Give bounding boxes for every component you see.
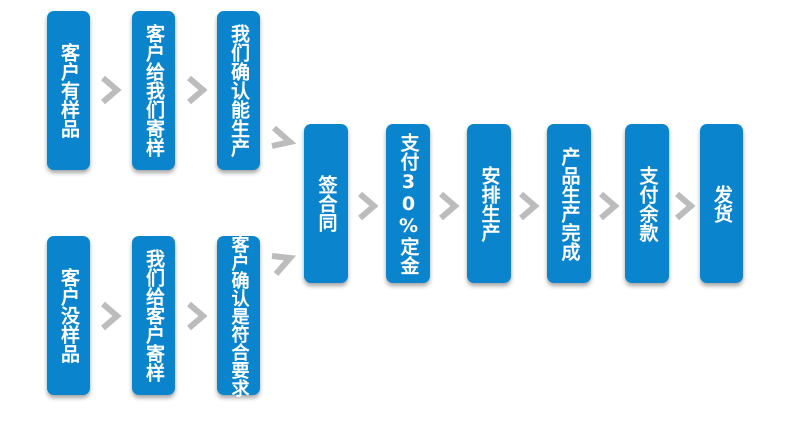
step-label: 产品生产完成 (558, 146, 581, 261)
chevron-right-icon (517, 191, 541, 221)
step-ship: 发货 (700, 124, 743, 283)
chevron-right-icon (356, 191, 380, 221)
step-we-send-sample: 我们给客户寄样 (132, 236, 175, 395)
step-label: 我们给客户寄样 (143, 249, 165, 382)
step-pay-deposit: 支付30%定金 (386, 124, 430, 283)
step-customer-no-sample: 客户没样品 (47, 236, 90, 395)
chevron-right-icon (673, 191, 697, 221)
step-label: 支付30%定金 (397, 132, 420, 275)
step-pay-balance: 支付余款 (625, 124, 669, 283)
step-we-confirm-production: 我们确认能生产 (217, 11, 260, 170)
chevron-right-icon (99, 75, 123, 105)
chevron-right-icon (185, 75, 209, 105)
step-sign-contract: 签合同 (304, 124, 348, 283)
step-label: 安排生产 (478, 165, 501, 242)
step-label: 客户给我们寄样 (143, 24, 165, 157)
step-label: 客户确认是符合要求 (228, 234, 250, 397)
chevron-right-icon (99, 301, 123, 331)
step-customer-confirms-requirements: 客户确认是符合要求 (217, 234, 260, 397)
step-customer-sends-sample: 客户给我们寄样 (132, 11, 175, 170)
arrow-down-right-icon (268, 124, 296, 152)
step-label: 签合同 (315, 175, 338, 232)
step-production-complete: 产品生产完成 (547, 124, 591, 283)
step-label: 客户没样品 (58, 268, 80, 363)
step-label: 支付余款 (636, 165, 659, 242)
step-label: 客户有样品 (58, 43, 80, 138)
chevron-right-icon (437, 191, 461, 221)
arrow-up-right-icon (268, 250, 296, 278)
chevron-right-icon (597, 191, 621, 221)
step-arrange-production: 安排生产 (467, 124, 511, 283)
step-label: 发货 (711, 184, 733, 223)
chevron-right-icon (185, 301, 209, 331)
step-customer-has-sample: 客户有样品 (47, 11, 90, 170)
step-label: 我们确认能生产 (228, 24, 250, 157)
